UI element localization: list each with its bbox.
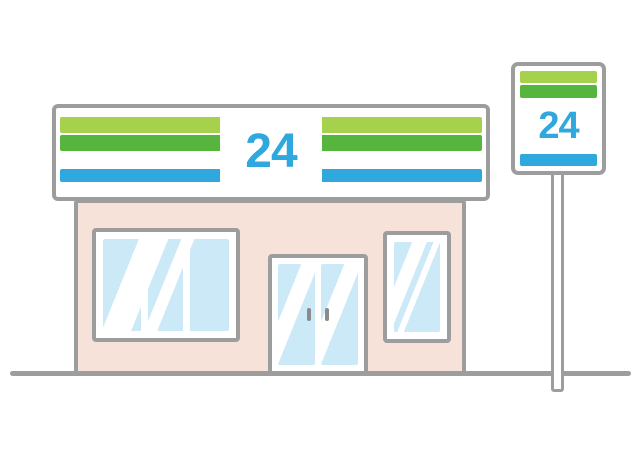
sign-pole	[551, 168, 564, 392]
storefront-hours-text: 24	[245, 125, 297, 178]
door-right-panel	[321, 264, 358, 365]
storefront-sign: 24	[52, 104, 490, 201]
pole-sign-stripe-green	[520, 85, 597, 98]
right-window-glass	[394, 242, 440, 332]
left-window-glass	[103, 239, 229, 331]
window-mullion	[183, 239, 190, 331]
pole-sign-stripe-blue	[520, 154, 597, 166]
right-window	[383, 231, 451, 343]
door-handle	[325, 308, 329, 321]
pole-sign: 24	[511, 62, 606, 175]
entrance-door	[268, 254, 368, 375]
left-window	[92, 228, 240, 342]
door-left-panel	[278, 264, 315, 365]
window-mullion	[141, 239, 148, 331]
door-handle	[307, 308, 311, 321]
pole-sign-stripe-light-green	[520, 71, 597, 83]
pole-sign-hours-text: 24	[538, 104, 579, 147]
storefront-hours-panel: 24	[220, 110, 322, 193]
